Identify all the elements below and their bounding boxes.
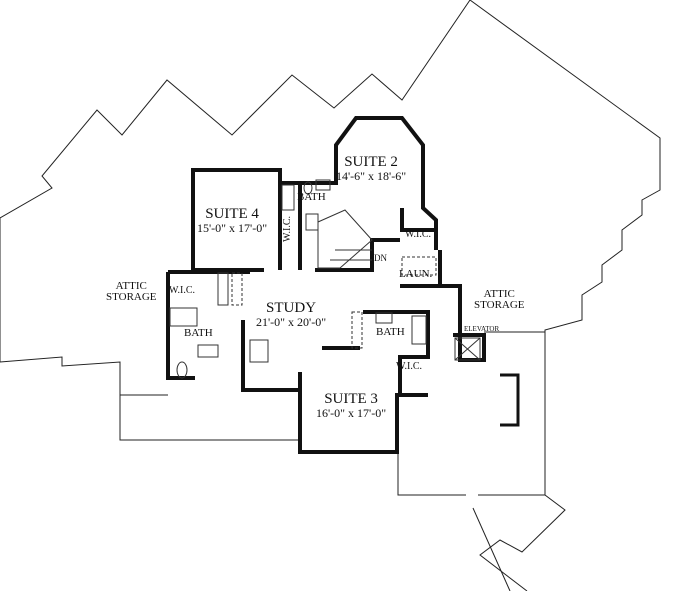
suite-3-label: SUITE 3 16'-0" x 17'-0" (316, 391, 387, 420)
suite-2-label: SUITE 2 14'-6" x 18'-6" (336, 154, 407, 183)
laundry-label: LAUN. (399, 268, 433, 280)
suite-3-name: SUITE 3 (324, 391, 378, 407)
wic-suite4-label: W.I.C. (282, 215, 293, 242)
study-name: STUDY (266, 300, 317, 316)
bath-left-label: BATH (184, 327, 213, 339)
attic-left-line2: STORAGE (106, 291, 157, 303)
fixtures (169, 179, 520, 427)
wic-left-label: W.I.C. (169, 285, 196, 296)
roof-outline (0, 0, 661, 591)
suite-3-size: 16'-0" x 17'-0" (316, 406, 387, 420)
bath-top-label: BATH (297, 191, 326, 203)
wic-suite2-label: W.I.C. (405, 229, 432, 240)
suite-4-label: SUITE 4 15'-0" x 17'-0" (197, 206, 268, 235)
suite-2-size: 14'-6" x 18'-6" (336, 169, 407, 183)
attic-storage-left-label: ATTIC STORAGE (106, 281, 157, 303)
bath-mid-label: BATH (376, 326, 405, 338)
study-size: 21'-0" x 20'-0" (256, 315, 327, 329)
suite-4-size: 15'-0" x 17'-0" (197, 221, 268, 235)
stairs-down-label: DN (374, 253, 387, 263)
attic-storage-right-label: ATTIC STORAGE (474, 289, 525, 311)
attic-left-line1: ATTIC (115, 280, 147, 292)
suite-2-name: SUITE 2 (344, 154, 398, 170)
attic-right-line1: ATTIC (483, 288, 515, 300)
attic-right-line2: STORAGE (474, 299, 525, 311)
wic-suite3-label: W.I.C. (396, 361, 423, 372)
study-label: STUDY 21'-0" x 20'-0" (256, 300, 327, 329)
elevator-label: ELEVATOR (464, 325, 500, 333)
suite-4-name: SUITE 4 (205, 206, 259, 222)
